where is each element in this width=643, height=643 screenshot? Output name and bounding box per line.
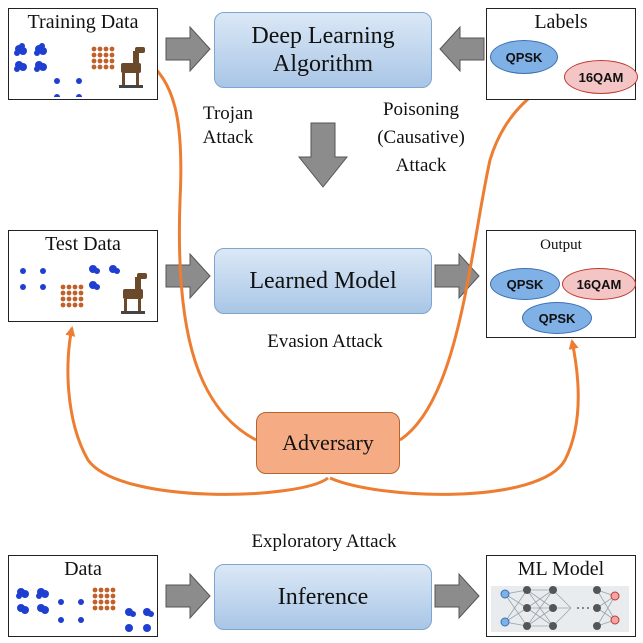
data-box: Data	[8, 555, 158, 637]
inference-box: Inference	[214, 564, 432, 630]
evasion-attack-label: Evasion Attack	[267, 331, 383, 352]
block-arrow-labels-to-dl	[439, 25, 485, 73]
trojan-attack-arrow	[141, 56, 257, 442]
training-data-scatter	[14, 43, 145, 97]
test-data-title: Test Data	[45, 233, 121, 255]
data-title: Data	[64, 558, 102, 580]
data-scatter	[16, 587, 154, 632]
trojan-horse-icon	[119, 47, 145, 88]
block-arrow-inference-to-ml	[434, 572, 480, 620]
ml-model-box: ML Model	[486, 555, 636, 637]
neural-network-icon	[491, 586, 629, 632]
output-title: Output	[540, 237, 582, 253]
training-data-title: Training Data	[27, 11, 139, 33]
test-data-box: Test Data	[8, 230, 158, 322]
ml-model-title: ML Model	[517, 558, 605, 580]
block-arrow-training-to-dl	[165, 25, 211, 73]
test-data-scatter	[20, 265, 147, 314]
deep-learning-algorithm-box: Deep Learning Algorithm	[214, 12, 432, 88]
labels-title: Labels	[534, 11, 588, 33]
block-arrow-dl-to-model	[297, 122, 349, 188]
trojan-attack-label: Trojan Attack	[202, 103, 254, 148]
evasion-attack-arrow	[65, 326, 329, 496]
trojan-horse-icon	[121, 273, 147, 314]
poisoning-attack-label: Poisoning (Causative) Attack	[377, 99, 465, 176]
training-data-box: Training Data	[8, 8, 158, 100]
adversary-box: Adversary	[256, 412, 400, 474]
block-arrow-data-to-inference	[165, 572, 211, 620]
exploratory-attack-label: Exploratory Attack	[251, 531, 397, 552]
label-pill-16qam: 16QAM	[564, 60, 638, 94]
block-arrow-test-to-model	[165, 252, 211, 300]
evasion-output-arrow	[329, 339, 580, 496]
output-pill-qpsk-2: QPSK	[522, 302, 592, 334]
output-pill-qpsk-1: QPSK	[490, 268, 560, 300]
output-pill-16qam: 16QAM	[562, 268, 636, 300]
learned-model-box: Learned Model	[214, 248, 432, 314]
label-pill-qpsk: QPSK	[490, 40, 558, 74]
